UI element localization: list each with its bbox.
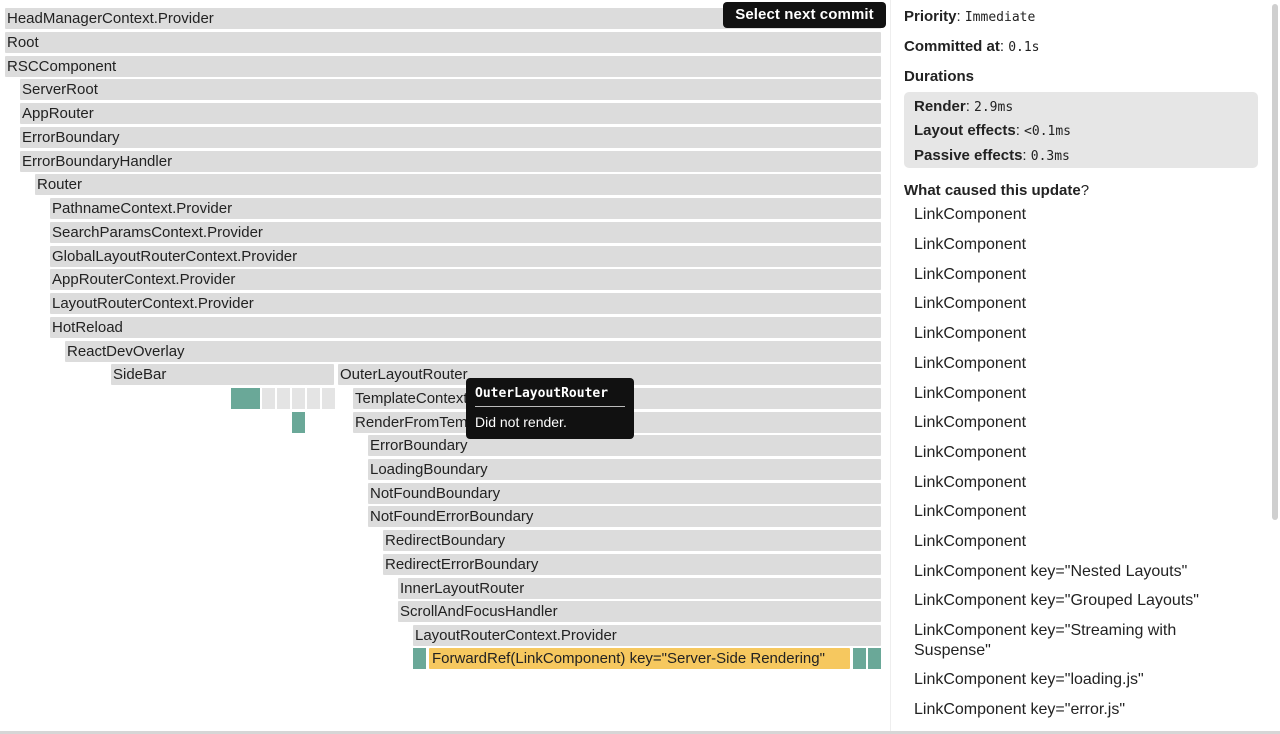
flame-bar[interactable]: LoadingBoundary xyxy=(368,459,881,480)
cause-item[interactable]: LinkComponent xyxy=(914,236,1027,253)
passive-effects-label: Passive effects xyxy=(914,147,1023,164)
flame-bar[interactable]: AppRouterContext.Provider xyxy=(50,269,881,290)
cause-heading-text: What caused this update xyxy=(904,182,1081,199)
flame-bar[interactable]: SearchParamsContext.Provider xyxy=(50,222,881,243)
render-duration-row: Render: 2.9ms xyxy=(914,98,1014,115)
flame-bar[interactable]: AppRouter xyxy=(20,103,881,124)
flame-bar[interactable]: HeadManagerContext.Provider xyxy=(5,8,881,29)
flame-bar[interactable]: ErrorBoundaryHandler xyxy=(20,151,881,172)
cause-heading-qmark: ? xyxy=(1080,182,1090,199)
render-value: 2.9ms xyxy=(974,100,1014,115)
scrollbar[interactable] xyxy=(1272,4,1278,520)
flame-cell[interactable] xyxy=(292,412,305,433)
flame-bar-selected[interactable]: ForwardRef(LinkComponent) key="Server-Si… xyxy=(429,648,850,669)
flame-cell[interactable] xyxy=(231,388,260,409)
durations-heading: Durations xyxy=(904,68,974,85)
flame-bar[interactable]: SideBar xyxy=(111,364,334,385)
cause-item[interactable]: LinkComponent key="loading.js" xyxy=(914,671,1144,688)
cause-item[interactable]: LinkComponent key="Grouped Layouts" xyxy=(914,592,1199,609)
cause-item[interactable]: LinkComponent xyxy=(914,355,1027,372)
flame-bar[interactable]: RSCComponent xyxy=(5,56,881,77)
flame-bar[interactable]: LayoutRouterContext.Provider xyxy=(50,293,881,314)
cause-item[interactable]: LinkComponent key="error.js" xyxy=(914,701,1126,718)
cause-item[interactable]: LinkComponent xyxy=(914,266,1027,283)
commit-details-panel: Priority: Immediate Committed at: 0.1s D… xyxy=(890,0,1280,734)
flame-cell[interactable] xyxy=(292,388,305,409)
flame-cell[interactable] xyxy=(868,648,881,669)
passive-effects-value: 0.3ms xyxy=(1030,149,1070,164)
cause-heading: What caused this update? xyxy=(904,182,1089,199)
flame-bar[interactable]: InnerLayoutRouter xyxy=(398,578,881,599)
priority-row: Priority: Immediate xyxy=(904,8,1036,25)
flame-bar[interactable]: HotReload xyxy=(50,317,881,338)
flame-bar[interactable]: ErrorBoundary xyxy=(368,435,881,456)
committed-label: Committed at xyxy=(904,38,1000,55)
flame-cell[interactable] xyxy=(262,388,275,409)
flame-bar[interactable]: LayoutRouterContext.Provider xyxy=(413,625,881,646)
render-label: Render xyxy=(914,98,966,115)
flame-cell[interactable] xyxy=(322,388,335,409)
cause-item[interactable]: LinkComponent xyxy=(914,414,1027,431)
flame-cell[interactable] xyxy=(277,388,290,409)
flame-bar[interactable]: GlobalLayoutRouterContext.Provider xyxy=(50,246,881,267)
committed-row: Committed at: 0.1s xyxy=(904,38,1040,55)
flame-bar[interactable]: ReactDevOverlay xyxy=(65,341,881,362)
durations-heading-text: Durations xyxy=(904,68,975,85)
flamegraph-panel: HeadManagerContext.Provider Root RSCComp… xyxy=(5,2,886,669)
cause-item[interactable]: LinkComponent key="Streaming with Suspen… xyxy=(914,622,1177,659)
tooltip-title: OuterLayoutRouter xyxy=(475,385,625,407)
flame-bar[interactable]: ServerRoot xyxy=(20,79,881,100)
flame-bar[interactable]: NotFoundErrorBoundary xyxy=(368,506,881,527)
cause-item[interactable]: LinkComponent xyxy=(914,385,1027,402)
cause-item[interactable]: LinkComponent xyxy=(914,206,1027,223)
tooltip-body: Did not render. xyxy=(475,414,567,430)
flame-bar[interactable]: ScrollAndFocusHandler xyxy=(398,601,881,622)
cause-item[interactable]: LinkComponent xyxy=(914,533,1027,550)
priority-value: Immediate xyxy=(964,10,1036,25)
priority-label: Priority xyxy=(904,8,957,25)
flame-bar[interactable]: Router xyxy=(35,174,881,195)
cause-item[interactable]: LinkComponent xyxy=(914,295,1027,312)
committed-value: 0.1s xyxy=(1008,40,1040,55)
flame-bar[interactable]: ErrorBoundary xyxy=(20,127,881,148)
flame-cell[interactable] xyxy=(413,648,426,669)
flame-bar[interactable]: Root xyxy=(5,32,881,53)
flame-bar[interactable]: PathnameContext.Provider xyxy=(50,198,881,219)
layout-effects-label: Layout effects xyxy=(914,122,1016,139)
select-next-commit-tooltip: Select next commit xyxy=(723,2,886,28)
cause-item[interactable]: LinkComponent xyxy=(914,474,1027,491)
hover-tooltip: OuterLayoutRouter Did not render. xyxy=(466,378,634,439)
layout-effects-value: <0.1ms xyxy=(1024,124,1072,139)
durations-box: Render: 2.9ms Layout effects: <0.1ms Pas… xyxy=(904,92,1258,168)
cause-item[interactable]: LinkComponent xyxy=(914,444,1027,461)
flame-bar[interactable]: NotFoundBoundary xyxy=(368,483,881,504)
flame-bar[interactable]: RedirectBoundary xyxy=(383,530,881,551)
cause-item[interactable]: LinkComponent key="Nested Layouts" xyxy=(914,563,1188,580)
passive-effects-row: Passive effects: 0.3ms xyxy=(914,147,1070,164)
layout-effects-row: Layout effects: <0.1ms xyxy=(914,122,1072,139)
cause-item[interactable]: LinkComponent xyxy=(914,503,1027,520)
flame-cell[interactable] xyxy=(307,388,320,409)
bottom-divider xyxy=(0,731,1280,734)
cause-item[interactable]: LinkComponent xyxy=(914,325,1027,342)
flame-bar[interactable]: RedirectErrorBoundary xyxy=(383,554,881,575)
flame-cell[interactable] xyxy=(853,648,866,669)
